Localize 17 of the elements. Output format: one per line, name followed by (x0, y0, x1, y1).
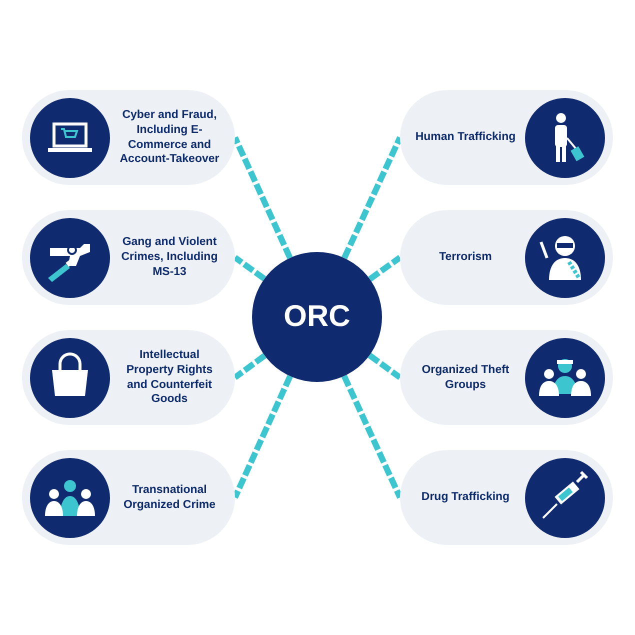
category-label: Human Trafficking (414, 130, 517, 145)
category-label: Transnational Organized Crime (122, 482, 217, 512)
hub-label: ORC (284, 300, 350, 334)
chain-connector (233, 353, 266, 380)
chain-connector (368, 255, 402, 282)
category-label: Gang and Violent Crimes, Including MS-13 (120, 235, 219, 280)
chain-connector (341, 374, 403, 499)
category-label: Terrorism (438, 250, 493, 265)
category-label: Organized Theft Groups (420, 362, 510, 392)
chain-connector (342, 136, 403, 260)
chain-connector (368, 352, 402, 380)
chain-connector (232, 374, 293, 499)
category-label: Intellectual Property Rights and Counterfeit Goods (125, 348, 214, 408)
category-label: Cyber and Fraud, Including E-Commerce and Account-Takeover (118, 108, 220, 168)
chain-connector (233, 255, 266, 282)
category-label: Drug Trafficking (420, 490, 511, 505)
chain-connector (232, 136, 293, 260)
